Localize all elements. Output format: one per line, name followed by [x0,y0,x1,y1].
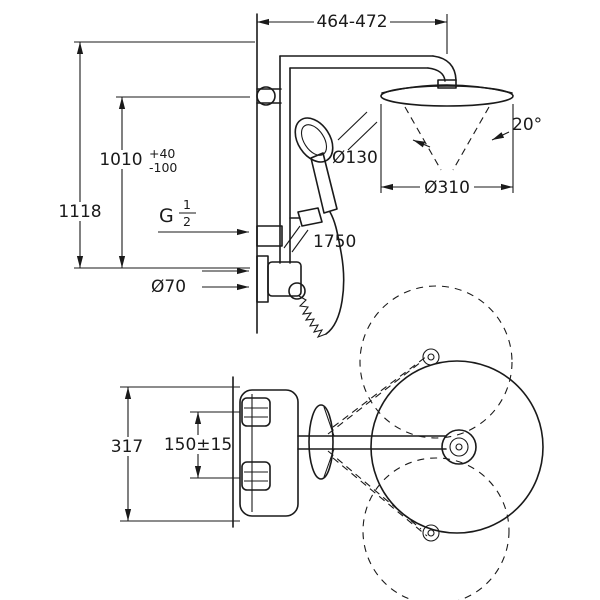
dim-hose-length-label: 1750 [313,232,356,252]
shower-hose [288,211,345,339]
swivel-angle: 20° [404,106,542,171]
dim-swivel-angle-label: 20° [512,115,542,135]
escutcheon-dimension: Ø70 [151,267,249,297]
dim-valve-height-label: 317 [111,437,143,457]
connection-distance-dimension: 150±15 [164,411,240,479]
dim-hand-shower-label: Ø130 [332,148,378,168]
valve-height-dimension: 317 [104,386,240,522]
hand-shower [289,117,338,227]
dim-overall-height-label: 1118 [58,202,101,222]
thermostat-side [256,255,302,303]
thread-denominator: 2 [183,214,191,229]
dim-pipe-height-tol-plus: +40 [149,146,175,161]
dim-head-shower-label: Ø310 [424,178,470,198]
shower-pipe [256,55,457,264]
top-width-dimension: 464-472 [257,12,448,54]
hand-shower-dimension: Ø130 [332,111,378,168]
thread-label: G 1 2 [158,197,249,236]
hose-length-label: 1750 [283,225,356,253]
thermostat-front [239,389,299,517]
dim-connection-distance-label: 150±15 [164,435,232,455]
thread-letter: G [159,205,174,227]
head-shower-side [380,84,514,107]
head-shower-front [370,360,544,534]
thread-numerator: 1 [183,197,191,212]
swivel-positions [327,285,513,600]
height-dimension-1118: 1118 [56,41,255,269]
shower-arm-front [297,404,447,480]
dim-pipe-height-label: 1010 [99,150,142,170]
dim-escutcheon-label: Ø70 [151,277,186,297]
dim-pipe-height-tol-minus: -100 [149,160,177,175]
head-shower-dimension: Ø310 [380,104,514,198]
dim-top-width-label: 464-472 [316,12,387,32]
height-dimension-1010: 1010 +40 -100 [97,96,250,268]
